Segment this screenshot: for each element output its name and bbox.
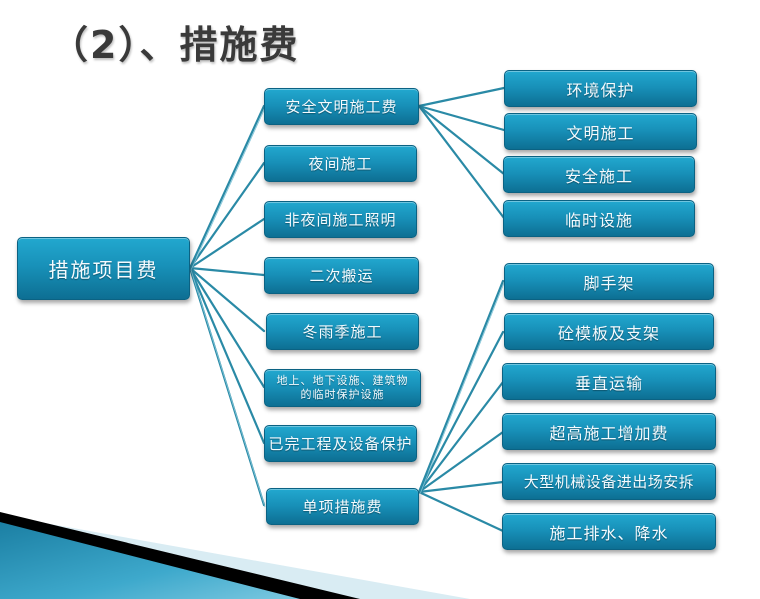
node-label: 文明施工	[566, 123, 635, 143]
node-label-line1: 地上、地下设施、建筑物	[276, 374, 409, 387]
node-label: 环境保护	[566, 80, 635, 100]
node-safe-construction[interactable]: 安全施工	[503, 156, 695, 193]
node-temporary-protection-facilities[interactable]: 地上、地下设施、建筑物 的临时保护设施	[264, 369, 421, 407]
node-label: 冬雨季施工	[302, 323, 383, 341]
page-title: （2）、措施费	[50, 23, 300, 67]
node-label: 施工排水、降水	[549, 523, 669, 543]
node-civilized-construction[interactable]: 文明施工	[504, 113, 697, 150]
root-node-measure-items-fee[interactable]: 措施项目费	[17, 237, 190, 300]
node-night-construction[interactable]: 夜间施工	[264, 145, 417, 182]
node-temporary-facilities[interactable]: 临时设施	[503, 200, 695, 237]
node-label: 安全施工	[564, 166, 633, 186]
node-environmental-protection[interactable]: 环境保护	[504, 70, 697, 107]
node-label: 二次搬运	[309, 267, 374, 285]
node-non-night-lighting[interactable]: 非夜间施工照明	[264, 201, 417, 238]
node-secondary-transport[interactable]: 二次搬运	[264, 257, 419, 294]
node-label: 非夜间施工照明	[284, 211, 397, 229]
node-concrete-formwork[interactable]: 砼模板及支架	[504, 313, 714, 350]
node-label: 大型机械设备进出场安拆	[523, 473, 695, 491]
node-label: 超高施工增加费	[549, 423, 669, 443]
node-winter-rainy-season[interactable]: 冬雨季施工	[266, 313, 419, 350]
node-label: 安全文明施工费	[285, 98, 398, 116]
node-vertical-transport[interactable]: 垂直运输	[502, 363, 716, 400]
node-label: 夜间施工	[308, 155, 373, 173]
node-label: 临时设施	[564, 210, 633, 230]
node-high-rise-surcharge[interactable]: 超高施工增加费	[502, 413, 716, 450]
node-label: 脚手架	[583, 273, 635, 293]
node-label: 砼模板及支架	[557, 323, 660, 343]
node-label: 已完工程及设备保护	[268, 435, 413, 453]
node-single-item-measures-fee[interactable]: 单项措施费	[266, 488, 419, 525]
node-scaffolding[interactable]: 脚手架	[504, 263, 714, 300]
node-safety-civilized-construction-fee[interactable]: 安全文明施工费	[264, 88, 419, 125]
node-completed-works-protection[interactable]: 已完工程及设备保护	[264, 425, 417, 462]
root-node-label: 措施项目费	[48, 258, 159, 282]
node-label: 单项措施费	[302, 498, 383, 516]
node-label: 垂直运输	[574, 373, 643, 393]
node-large-machinery-installation[interactable]: 大型机械设备进出场安拆	[502, 463, 716, 500]
node-drainage-dewatering[interactable]: 施工排水、降水	[502, 513, 716, 550]
node-label-line2: 的临时保护设施	[300, 388, 385, 401]
